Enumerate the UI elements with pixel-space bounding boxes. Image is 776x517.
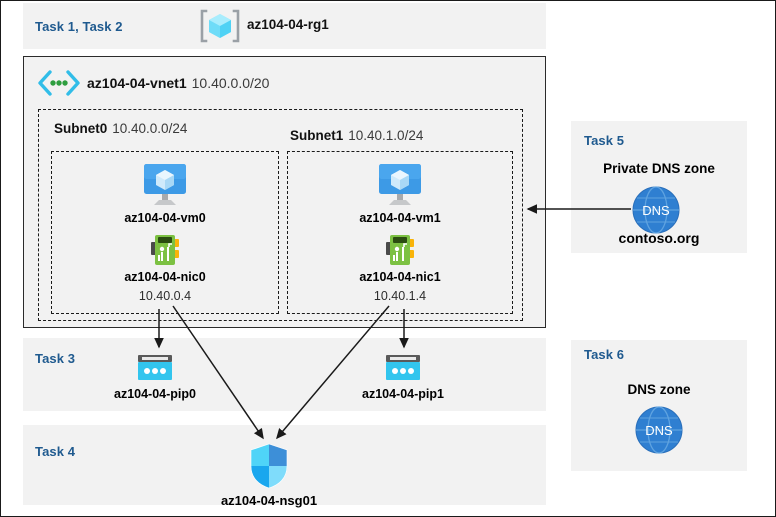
network-security-group-icon	[247, 442, 291, 490]
resource-group-name: az104-04-rg1	[247, 17, 329, 32]
subnet0-box	[51, 151, 279, 314]
virtual-machine-icon-vm0	[136, 162, 194, 208]
vnet-name: az104-04-vnet1	[87, 75, 187, 91]
nic0-label: az104-04-nic0	[124, 270, 206, 284]
resource-group-icon	[199, 8, 241, 44]
network-interface-icon-nic0	[149, 233, 181, 267]
subnet0-cidr: 10.40.0.0/24	[112, 121, 188, 136]
nic1-label: az104-04-nic1	[359, 270, 441, 284]
vm1-label: az104-04-vm1	[359, 211, 441, 225]
subnet1-box	[287, 151, 513, 314]
task-label-6: Task 6	[584, 347, 625, 362]
pip0-label: az104-04-pip0	[114, 387, 196, 401]
task-label-1-2: Task 1, Task 2	[35, 19, 123, 34]
nic1-private-ip: 10.40.1.4	[373, 289, 427, 303]
svg-text:DNS: DNS	[645, 423, 673, 438]
subnet0-title: Subnet0 10.40.0.0/24	[54, 121, 187, 136]
public-ip-icon-pip1	[384, 353, 422, 383]
task-label-4: Task 4	[35, 444, 76, 459]
virtual-network-icon	[37, 69, 81, 97]
nsg-label: az104-04-nsg01	[220, 493, 318, 508]
pip1-label: az104-04-pip1	[362, 387, 444, 401]
vm0-label: az104-04-vm0	[124, 211, 206, 225]
resource-group-name-text: az104-04-rg1	[247, 17, 329, 32]
public-ip-icon-pip0	[136, 353, 174, 383]
subnet1-name: Subnet1	[290, 128, 344, 143]
task6-heading: DNS zone	[627, 382, 691, 397]
vnet-cidr: 10.40.0.0/20	[191, 75, 270, 91]
task-label-5: Task 5	[584, 133, 625, 148]
subnet0-name: Subnet0	[54, 121, 108, 136]
network-interface-icon-nic1	[384, 233, 416, 267]
task-label-3: Task 3	[35, 351, 76, 366]
dns-zone-icon-public: DNS	[634, 405, 684, 455]
nic0-private-ip: 10.40.0.4	[138, 289, 192, 303]
resource-group-header-panel	[23, 3, 546, 49]
subnet1-cidr: 10.40.1.0/24	[348, 128, 424, 143]
task5-heading: Private DNS zone	[603, 161, 715, 176]
dns-zone-icon-private: DNS	[631, 185, 681, 235]
task5-zone-name: contoso.org	[618, 230, 700, 246]
virtual-machine-icon-vm1	[371, 162, 429, 208]
subnet1-title: Subnet1 10.40.1.0/24	[290, 128, 423, 143]
svg-text:DNS: DNS	[642, 203, 670, 218]
